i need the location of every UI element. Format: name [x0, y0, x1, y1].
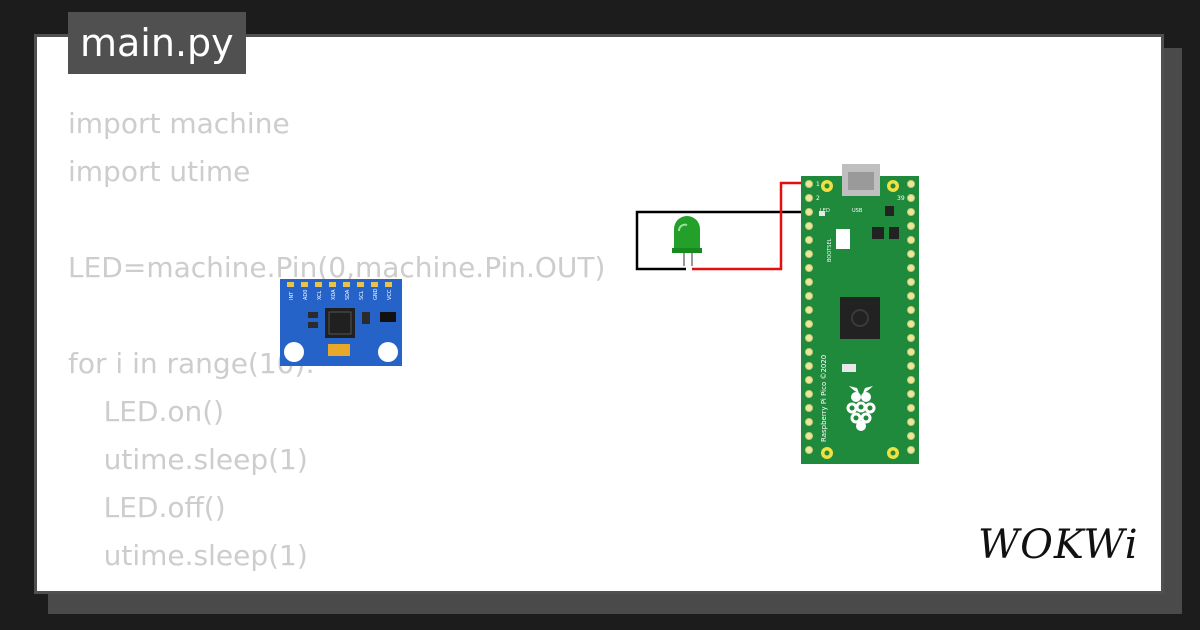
- sensor-pin-label: INT: [289, 291, 295, 300]
- wire-red: [692, 181, 812, 271]
- bootsel-button: [836, 229, 850, 249]
- wires[interactable]: [635, 181, 812, 271]
- bootsel-label: BOOTSEL: [827, 238, 833, 262]
- code-preview: import machine import utime LED=machine.…: [68, 100, 605, 580]
- mount-hole: [378, 342, 398, 362]
- sensor-pin-label: XDA: [331, 289, 337, 300]
- code-line: import machine: [68, 107, 290, 140]
- mount-hole: [284, 342, 304, 362]
- rp2040-chip: [840, 297, 880, 339]
- raspberry-logo-icon: [846, 386, 876, 431]
- usb-label: USB: [852, 208, 863, 214]
- raspberry-pi-pico[interactable]: 1 2 39 LED USB BOOTSEL Raspberry Pi Pico…: [801, 164, 919, 464]
- code-line: LED.on(): [68, 395, 225, 428]
- pico-pin-right: [907, 180, 915, 454]
- sensor-pin-label: XCL: [317, 290, 323, 300]
- sensor-pin-label: GND: [373, 288, 379, 300]
- sensor-pin-row: [287, 282, 392, 287]
- code-line: utime.sleep(1): [68, 539, 308, 572]
- sensor-pin-label: AD0: [303, 290, 309, 300]
- green-led[interactable]: [672, 216, 702, 266]
- code-line: import utime: [68, 155, 251, 188]
- file-tab-main[interactable]: main.py: [68, 12, 246, 74]
- onboard-led: [819, 211, 825, 216]
- wire-black: [635, 210, 812, 271]
- pico-pin-left: [805, 180, 813, 454]
- project-card: [34, 34, 1164, 594]
- sensor-chip: [325, 308, 355, 338]
- pin2-label: 2: [816, 195, 820, 202]
- sensor-pin-label: SDA: [345, 289, 351, 300]
- led-body: [674, 216, 700, 250]
- pin39-label: 39: [897, 195, 905, 202]
- sensor-pin-label: VCC: [387, 289, 393, 300]
- sensor-pin-label: SCL: [359, 290, 365, 300]
- code-line: utime.sleep(1): [68, 443, 308, 476]
- code-line: LED=machine.Pin(0,machine.Pin.OUT): [68, 251, 606, 284]
- pico-brand-text: Raspberry Pi Pico ©2020: [820, 355, 828, 442]
- mpu6050-sensor[interactable]: INT AD0 XCL XDA SDA SCL GND VCC: [280, 279, 402, 366]
- pin1-label: 1: [816, 181, 820, 188]
- code-line: LED.off(): [68, 491, 226, 524]
- sensor-capacitor: [328, 344, 350, 356]
- wokwi-logo: WOKWi: [978, 522, 1139, 568]
